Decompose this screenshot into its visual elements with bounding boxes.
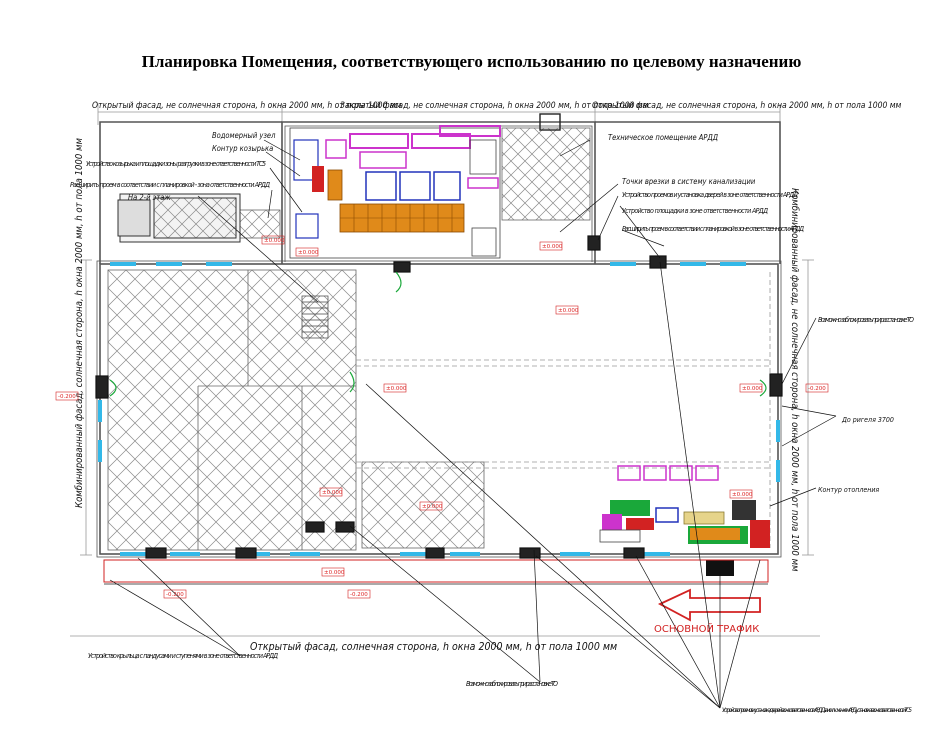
note-visor-contour: Контур козырька: [212, 144, 273, 153]
note-to-crossbar: До ригеля 3700: [841, 416, 894, 424]
note-platform-device: Устройство площадки в зоне ответственнос…: [622, 207, 768, 215]
service-block-equipment: [289, 113, 561, 259]
crane-track: [356, 272, 771, 548]
truck-icon: [117, 193, 241, 243]
doors: [95, 235, 783, 559]
level-mark: -0.200: [350, 592, 368, 598]
level-mark: ±0.000: [422, 504, 443, 510]
note-visor-device: Устройство козырька и площадки зоны разг…: [86, 160, 266, 168]
side-dimension-lines: [80, 259, 814, 556]
note-doors-bottom: Устройство проемов и установка дверей в …: [722, 706, 912, 714]
note-sewer-points: Точки врезки в систему канализации: [622, 177, 756, 186]
porch-ramp: [103, 559, 769, 585]
note-second-floor: На 2-й этаж: [128, 193, 171, 202]
level-mark: ±0.000: [542, 244, 563, 250]
facade-bottom: Открытый фасад, солнечная сторона, h окн…: [250, 641, 617, 653]
leader-lines: [109, 139, 837, 709]
main-traffic-arrow: [657, 588, 761, 622]
note-expand-opening-1: Расширить проем в соответствии с планиро…: [70, 181, 270, 189]
unloading-zone: [239, 209, 329, 339]
level-mark: ±0.000: [558, 308, 579, 314]
note-expand-opening-2: Расширить проем в соответствии с планиро…: [622, 225, 804, 233]
right-equipment-cluster: [599, 465, 770, 576]
hatched-zones: [107, 127, 591, 551]
facade-top-middle: Закрытый фасад, не солнечная сторона, h …: [340, 101, 649, 111]
note-glazing-right: Возможно заблокировать при расстановке Т…: [818, 316, 914, 324]
facade-left: Комбинированный фасад, солнечная сторона…: [74, 138, 85, 508]
level-mark: ±0.000: [264, 238, 285, 244]
note-porch-device: Устройство крыльца с пандусами и ступеня…: [88, 652, 278, 660]
main-traffic-label: ОСНОВНОЙ ТРАФИК: [654, 622, 759, 635]
facade-top-right: Открытый фасад, не солнечная сторона, h …: [592, 101, 902, 111]
note-door-opening-device: Устройство проемов и установка дверей в …: [622, 191, 798, 199]
level-mark: ±0.000: [386, 386, 407, 392]
level-mark: -0.200: [58, 394, 76, 400]
level-mark: -0.200: [808, 386, 826, 392]
note-water-node: Водомерный узел: [212, 131, 276, 140]
note-tech-room: Техническое помещение АРДД: [608, 133, 718, 142]
level-mark: ±0.000: [742, 386, 763, 392]
windows-sides: [98, 400, 780, 482]
note-glazing-bottom: Возможно заблокировать при расстановке Т…: [466, 680, 558, 688]
page-title: Планировка Помещения, соответствующего и…: [141, 52, 802, 71]
level-mark: ±0.000: [322, 490, 343, 496]
note-heating-contour: Контур отопления: [818, 486, 879, 494]
level-mark: ±0.000: [324, 570, 345, 576]
windows-top: [110, 262, 746, 266]
facade-right: Комбинированный фасад, не солнечная стор…: [789, 188, 800, 572]
level-mark: -0.200: [166, 592, 184, 598]
level-marks: ±0.000 ±0.000 ±0.000 ±0.000 ±0.000 ±0.00…: [55, 235, 829, 599]
level-mark: ±0.000: [298, 250, 319, 256]
facade-top-left: Открытый фасад, не солнечная сторона, h …: [92, 101, 402, 111]
level-mark: ±0.000: [732, 492, 753, 498]
